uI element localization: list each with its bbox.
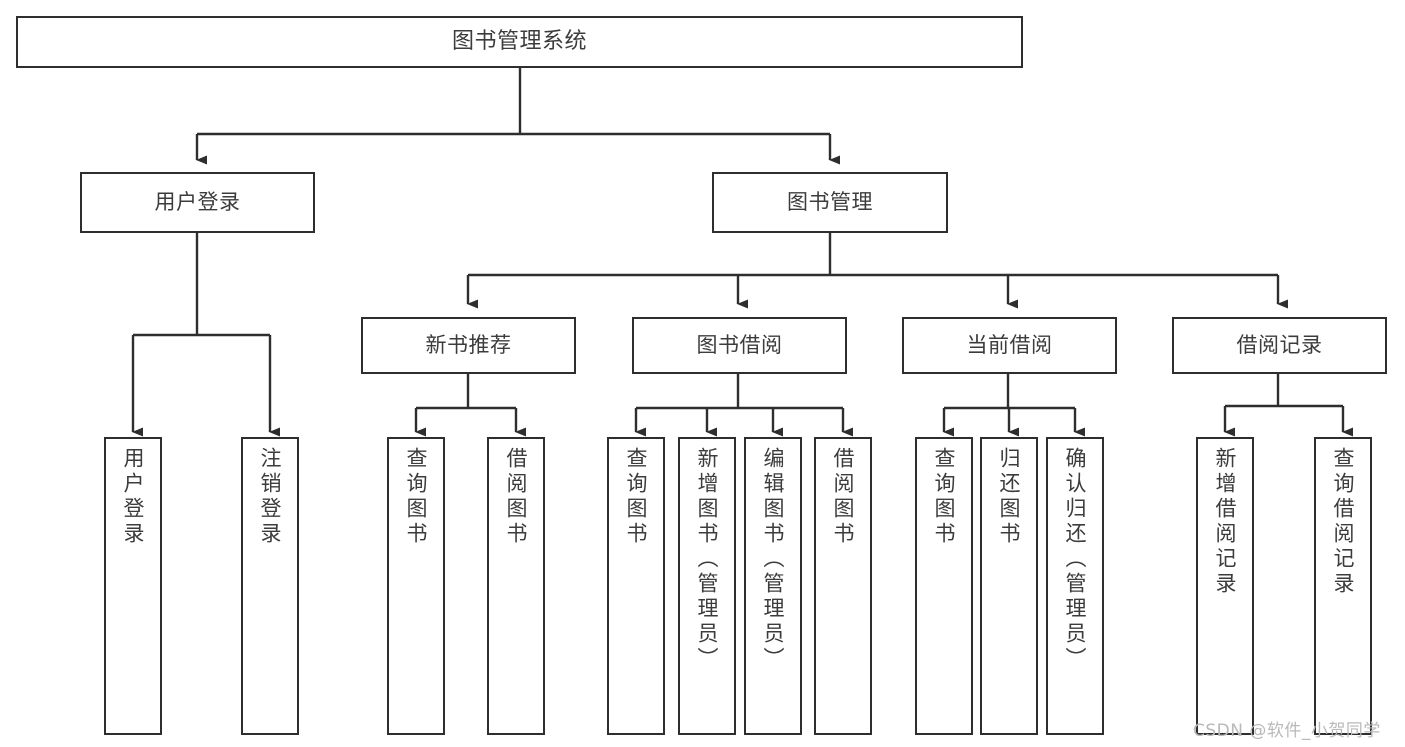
node-root-label: 图书管理系统 — [451, 29, 587, 55]
leaf-book-borrow-edit-book-admin[interactable]: 编辑图书（管理员） — [744, 437, 802, 735]
node-book-borrow-label: 图书借阅 — [696, 333, 783, 358]
leaf-new-book-query-book-label: 查询图书 — [404, 447, 429, 547]
leaf-current-borrow-query-book-label: 查询图书 — [932, 447, 957, 547]
leaf-book-borrow-borrow-book[interactable]: 借阅图书 — [814, 437, 872, 735]
node-user-login[interactable]: 用户登录 — [80, 172, 315, 233]
node-borrow-record-label: 借阅记录 — [1236, 333, 1323, 358]
node-new-book-recommend[interactable]: 新书推荐 — [361, 317, 576, 374]
leaf-borrow-record-query-record[interactable]: 查询借阅记录 — [1314, 437, 1372, 735]
leaf-user-login-logout-label: 注销登录 — [258, 447, 283, 547]
node-user-login-label: 用户登录 — [154, 190, 241, 215]
leaf-book-borrow-add-book-admin-label: 新增图书（管理员） — [695, 447, 720, 672]
leaf-current-borrow-confirm-return-admin-label: 确认归还（管理员） — [1063, 447, 1088, 672]
leaf-user-login-login-label: 用户登录 — [121, 447, 146, 547]
leaf-borrow-record-add-record[interactable]: 新增借阅记录 — [1196, 437, 1254, 735]
leaf-book-borrow-query-book[interactable]: 查询图书 — [607, 437, 665, 735]
leaf-new-book-borrow-book[interactable]: 借阅图书 — [487, 437, 545, 735]
node-book-management[interactable]: 图书管理 — [712, 172, 948, 233]
leaf-current-borrow-confirm-return-admin[interactable]: 确认归还（管理员） — [1046, 437, 1104, 735]
leaf-current-borrow-return-book-label: 归还图书 — [997, 447, 1022, 547]
node-current-borrow-label: 当前借阅 — [966, 333, 1053, 358]
leaf-new-book-query-book[interactable]: 查询图书 — [387, 437, 445, 735]
leaf-book-borrow-add-book-admin[interactable]: 新增图书（管理员） — [678, 437, 736, 735]
leaf-new-book-borrow-book-label: 借阅图书 — [504, 447, 529, 547]
leaf-book-borrow-borrow-book-label: 借阅图书 — [831, 447, 856, 547]
node-current-borrow[interactable]: 当前借阅 — [902, 317, 1117, 374]
leaf-current-borrow-query-book[interactable]: 查询图书 — [915, 437, 973, 735]
leaf-user-login-logout[interactable]: 注销登录 — [241, 437, 299, 735]
node-new-book-recommend-label: 新书推荐 — [425, 333, 512, 358]
leaf-book-borrow-edit-book-admin-label: 编辑图书（管理员） — [761, 447, 786, 672]
node-root-book-management-system[interactable]: 图书管理系统 — [16, 16, 1023, 68]
node-book-borrow[interactable]: 图书借阅 — [632, 317, 847, 374]
leaf-user-login-login[interactable]: 用户登录 — [104, 437, 162, 735]
leaf-current-borrow-return-book[interactable]: 归还图书 — [980, 437, 1038, 735]
leaf-borrow-record-query-record-label: 查询借阅记录 — [1331, 447, 1356, 597]
node-borrow-record[interactable]: 借阅记录 — [1172, 317, 1387, 374]
leaf-borrow-record-add-record-label: 新增借阅记录 — [1213, 447, 1238, 597]
leaf-book-borrow-query-book-label: 查询图书 — [624, 447, 649, 547]
node-book-management-label: 图书管理 — [787, 190, 873, 215]
